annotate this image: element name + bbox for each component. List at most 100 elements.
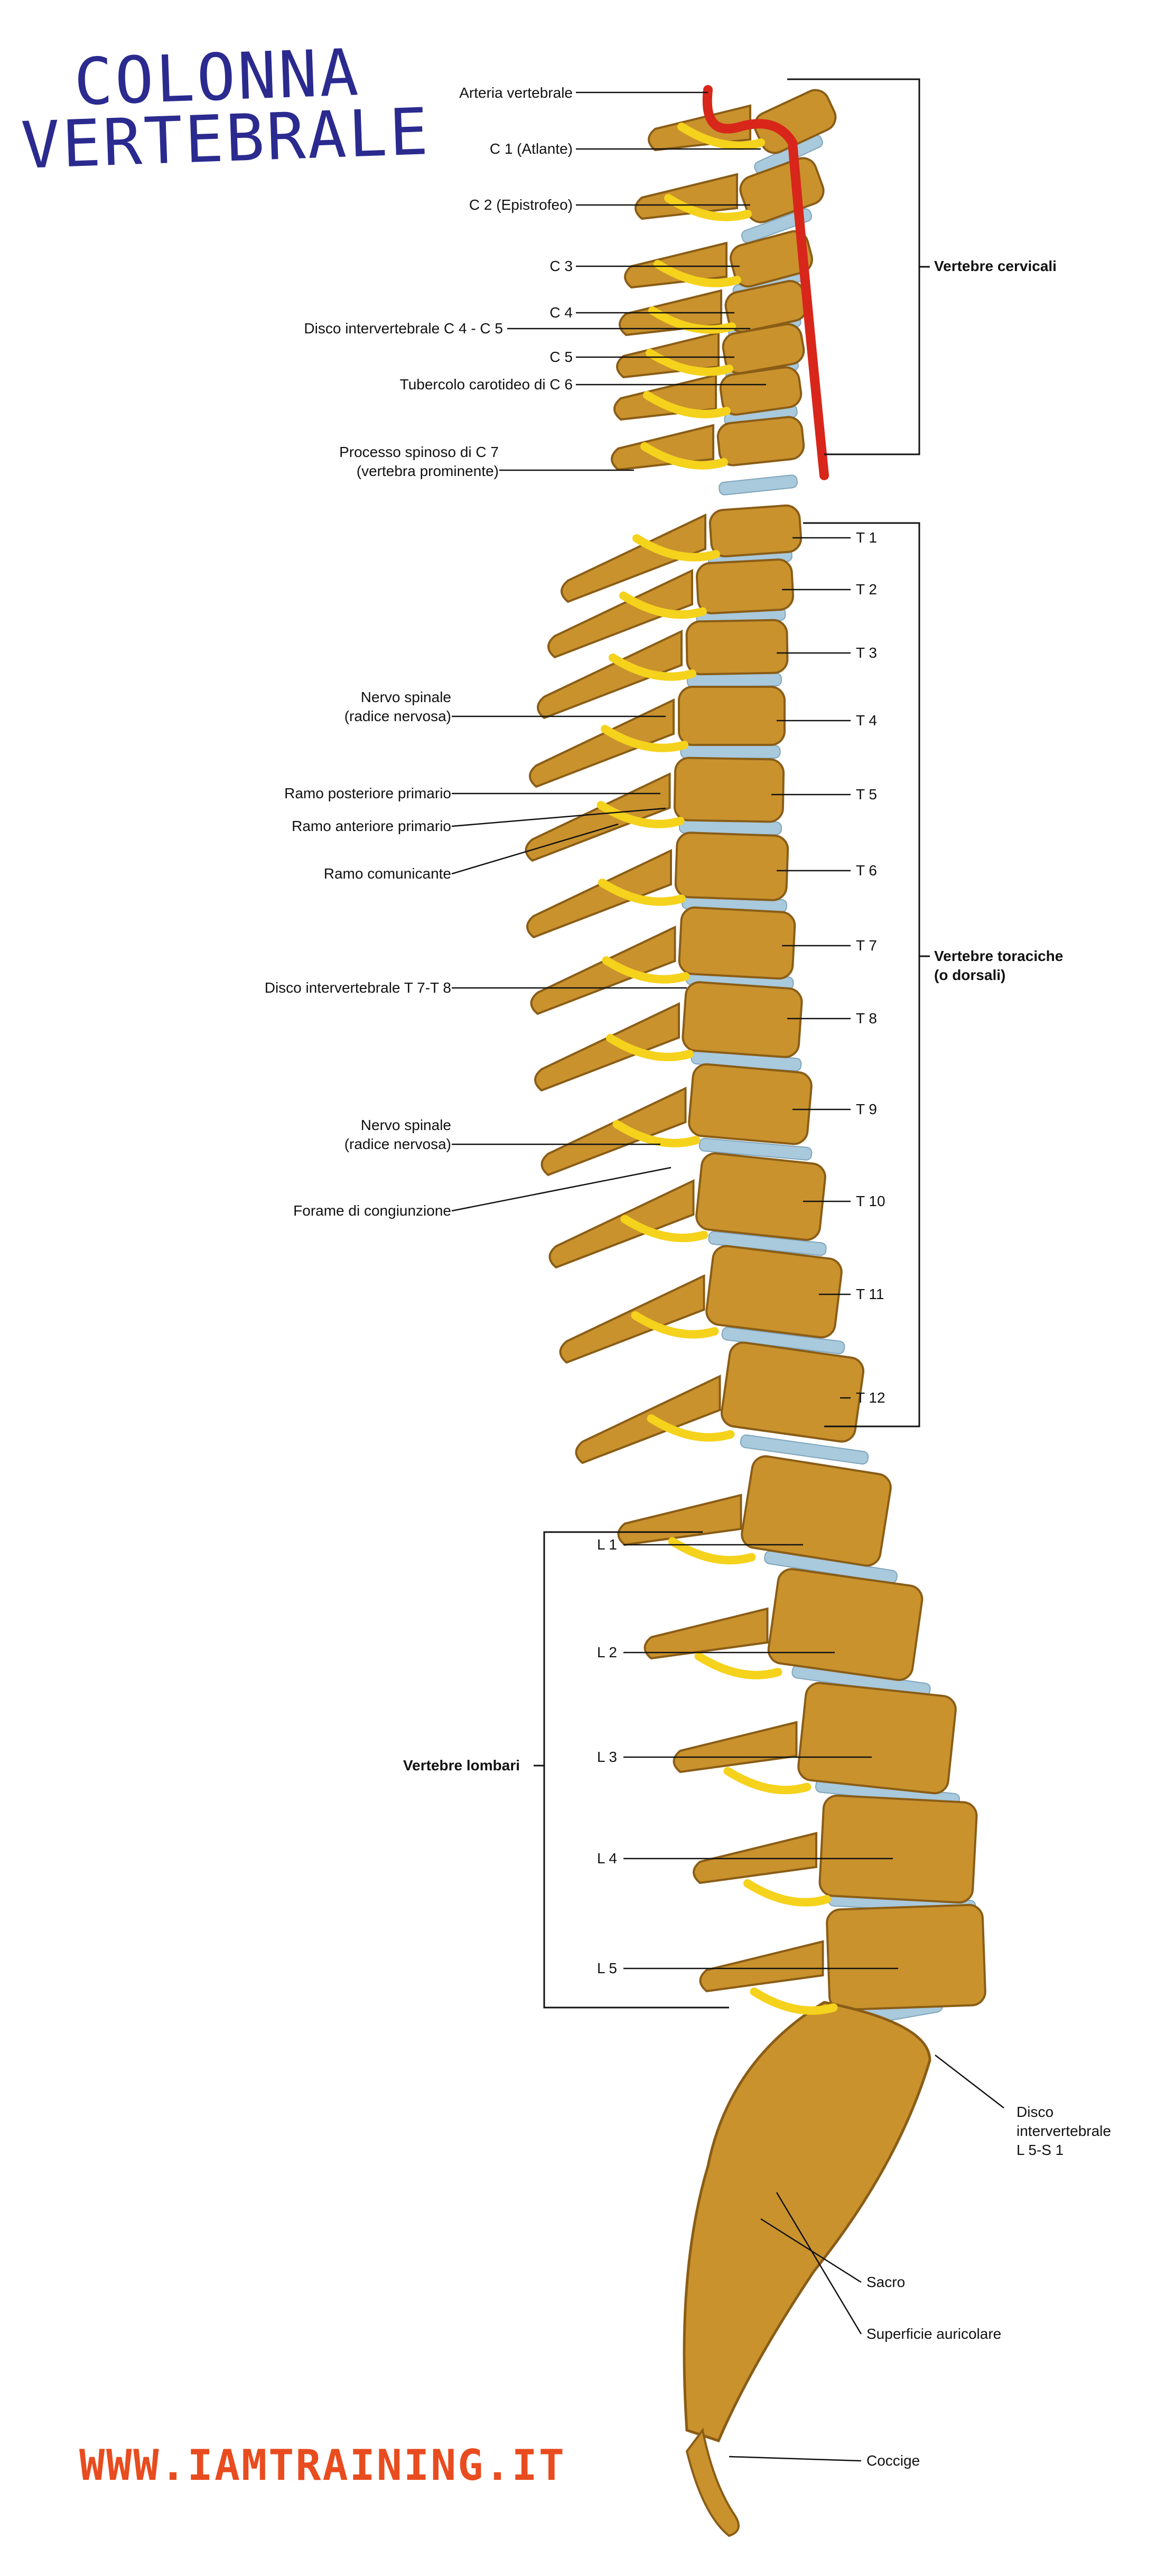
label-c1: C 1 (Atlante): [489, 141, 573, 157]
label-c5: C 5: [549, 349, 573, 365]
label-l3: L 3: [597, 1749, 617, 1765]
spinal-nerve-l2: [694, 1652, 782, 1679]
label-disco-l5s1-3: L 5-S 1: [1017, 2142, 1064, 2158]
spinal-nerve-l5: [750, 1987, 838, 2015]
spinous-process-l1: [617, 1494, 742, 1546]
spinal-nerve-t12: [647, 1414, 735, 1442]
label-c2: C 2 (Epistrofeo): [469, 197, 573, 213]
website-link[interactable]: WWW.IAMTRAINING.IT: [79, 2441, 566, 2490]
vertebral-body-t12: [720, 1341, 865, 1443]
spinal-nerve-c5: [646, 349, 733, 376]
label-t8: T 8: [856, 1010, 877, 1026]
spinous-process-c2: [635, 173, 738, 220]
spinal-nerve-t2: [619, 591, 707, 619]
vertebral-body-l5: [826, 1903, 986, 2011]
spinous-process-t4: [529, 698, 675, 788]
label-disco-l5s1-2: intervertebrale: [1017, 2123, 1111, 2139]
spinal-nerve-t9: [612, 1120, 701, 1147]
leader-disco-l5s1: [935, 2055, 1004, 2108]
spinal-nerve-c2: [664, 194, 752, 221]
vertebral-artery: [702, 85, 829, 480]
spinal-nerve-t4: [601, 725, 688, 752]
spinous-process-c6: [613, 374, 717, 421]
spinous-process-l3: [673, 1721, 798, 1774]
spinal-nerve-c3: [654, 260, 741, 287]
bracket-toraciche: [803, 522, 920, 1427]
vertebral-body-t1: [708, 504, 803, 558]
label-t7: T 7: [856, 937, 877, 954]
bracket-lombari: [543, 1531, 729, 2009]
vertebral-body-t4: [678, 686, 786, 746]
spinal-nerve-t6: [598, 879, 686, 906]
title-line-2: VERTEBRALE: [20, 94, 432, 183]
label-t6: T 6: [856, 862, 877, 879]
vertebral-body-c6: [719, 366, 803, 416]
vertebral-body-t8: [682, 981, 803, 1058]
label-c4: C 4: [549, 304, 573, 321]
disc-t10: [708, 1231, 827, 1256]
leader-forame: [451, 1166, 672, 1212]
vertebral-artery-path: [702, 85, 829, 480]
spinous-process-l2: [644, 1607, 769, 1660]
spinal-nerve-l1: [668, 1537, 756, 1565]
disc-t4: [680, 745, 781, 759]
label-leader-lines: [451, 78, 1004, 2462]
label-t3: T 3: [856, 645, 877, 661]
label-t12: T 12: [856, 1389, 885, 1406]
disc-c7: [719, 474, 798, 496]
vertebral-body-l4: [818, 1794, 978, 1904]
vertebral-bodies: [673, 89, 986, 2537]
vertebral-body-c3: [730, 230, 813, 288]
label-disco-l5s1-1: Disco: [1017, 2104, 1054, 2120]
sacrum: [683, 2001, 931, 2443]
spinal-nerve-t1: [632, 534, 720, 562]
vertebral-body-t11: [705, 1245, 843, 1339]
label-vertebre-lombari: Vertebre lombari: [403, 1757, 520, 1774]
label-t4: T 4: [856, 712, 877, 729]
spinal-nerve-t11: [631, 1311, 719, 1339]
spinous-process-t11: [559, 1274, 705, 1364]
label-tubercolo: Tubercolo carotideo di C 6: [399, 376, 573, 393]
label-sacro: Sacro: [866, 2274, 906, 2290]
spinous-process-l5: [699, 1940, 824, 1993]
label-radice-nervosa-1: (radice nervosa): [344, 708, 451, 724]
label-nervo-spinale-1: Nervo spinale: [360, 689, 451, 705]
disc-t11: [721, 1327, 845, 1355]
label-l2: L 2: [597, 1644, 617, 1660]
label-l5: L 5: [597, 1960, 617, 1976]
label-t10: T 10: [856, 1193, 885, 1209]
label-l1: L 1: [597, 1536, 617, 1553]
disc-t9: [698, 1137, 813, 1161]
spinal-nerve-t10: [620, 1215, 708, 1243]
label-disco-t7t8: Disco intervertebrale T 7-T 8: [264, 979, 451, 996]
spinous-process-t10: [548, 1179, 695, 1269]
spinous-process-t5: [525, 772, 671, 862]
spinal-nerve-t3: [609, 654, 696, 681]
label-nervo-spinale-2: Nervo spinale: [360, 1117, 451, 1133]
label-t11: T 11: [856, 1286, 884, 1302]
label-radice-nervosa-2: (radice nervosa): [344, 1136, 451, 1152]
label-t1: T 1: [856, 529, 877, 546]
label-vertebre-toraciche: Vertebre toraciche: [934, 948, 1064, 964]
spinal-nerve-l4: [743, 1879, 831, 1907]
leader-ramo-com: [451, 823, 619, 875]
spinous-process-t3: [537, 629, 683, 720]
spinal-nerves: [596, 123, 838, 2015]
spinal-nerve-c6: [643, 391, 731, 418]
vertebral-body-t6: [674, 832, 789, 901]
label-disco-c4c5: Disco intervertebrale C 4 - C 5: [304, 320, 503, 337]
spinal-nerve-c7: [640, 442, 728, 470]
label-coccige: Coccige: [866, 2452, 920, 2469]
spinous-process-t6: [526, 848, 672, 939]
label-vertebre-cervicali: Vertebre cervicali: [934, 258, 1057, 274]
label-arteria-vertebrale: Arteria vertebrale: [459, 85, 573, 101]
label-o-dorsali: (o dorsali): [934, 967, 1006, 983]
vertebral-body-t10: [695, 1152, 826, 1241]
label-superficie-auricolare: Superficie auricolare: [866, 2326, 1002, 2342]
vertebral-body-l1: [741, 1455, 892, 1567]
spinous-processes: [525, 104, 824, 1993]
label-t5: T 5: [856, 786, 877, 802]
vertebral-body-t5: [673, 757, 785, 823]
